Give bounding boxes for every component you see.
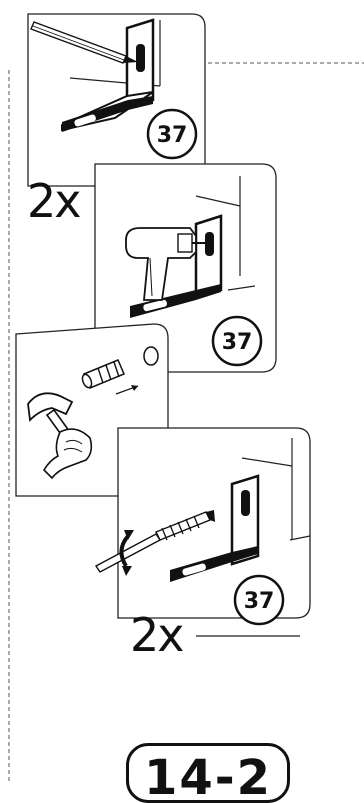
- part-number-label: 37: [157, 123, 188, 148]
- quantity-label-screw: 2x: [130, 612, 183, 658]
- step-number-badge: 14-2: [126, 743, 290, 803]
- assembly-instruction-page: 37 37 37 2x 2x 14-2: [0, 0, 364, 783]
- drilled-hole: [144, 347, 158, 365]
- instruction-illustrations: 37 37 37: [0, 0, 364, 783]
- part-number-label: 37: [222, 330, 253, 355]
- panel-mark-holes: [28, 14, 205, 186]
- quantity-label-drill: 2x: [27, 178, 80, 224]
- part-number-label: 37: [244, 589, 275, 614]
- panel-screw-bracket: [96, 428, 310, 624]
